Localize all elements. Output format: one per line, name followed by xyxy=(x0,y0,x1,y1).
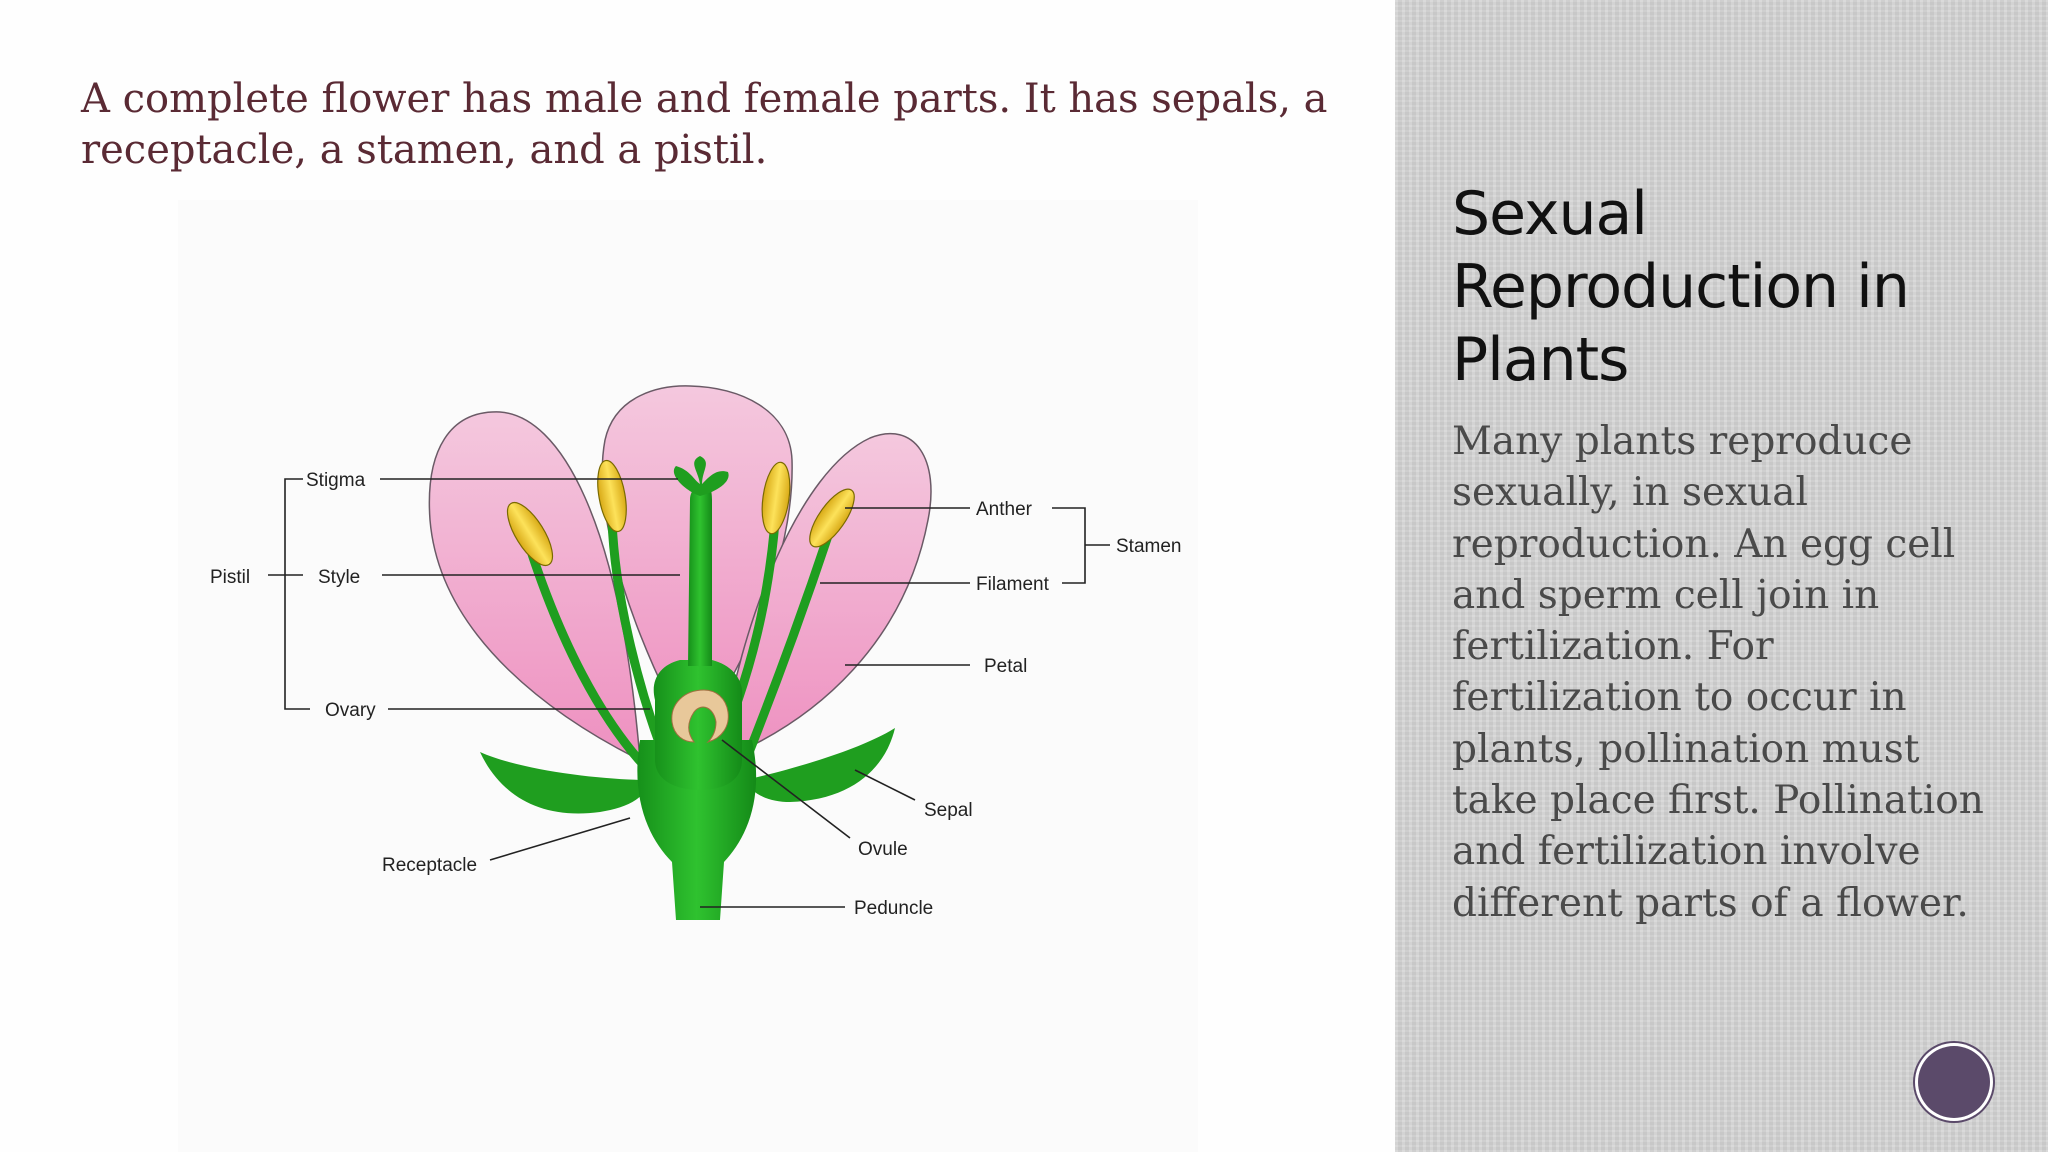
label-peduncle: Peduncle xyxy=(854,898,933,919)
style xyxy=(688,484,712,666)
flower-diagram-box: Stigma Style Pistil Ovary Anther Filamen… xyxy=(178,200,1198,1152)
ovary xyxy=(654,660,743,790)
label-anther: Anther xyxy=(976,499,1033,520)
intro-text: A complete flower has male and female pa… xyxy=(81,74,1371,176)
label-receptacle: Receptacle xyxy=(382,855,477,876)
slide-title: Sexual Reproduction in Plants xyxy=(1452,178,2012,397)
label-pistil: Pistil xyxy=(210,567,250,588)
label-ovary: Ovary xyxy=(325,700,376,721)
label-ovule: Ovule xyxy=(858,839,908,860)
sidebar-body-text: Many plants reproduce sexually, in sexua… xyxy=(1452,416,2012,929)
sepal-left xyxy=(480,752,650,813)
sepal-right xyxy=(745,728,895,802)
label-stamen: Stamen xyxy=(1116,536,1181,557)
sidebar-panel: Sexual Reproduction in Plants Many plant… xyxy=(1395,0,2048,1152)
flower-diagram: Stigma Style Pistil Ovary Anther Filamen… xyxy=(178,200,1198,1152)
sepal-line xyxy=(855,770,915,800)
pistil-bracket xyxy=(268,479,310,709)
label-stigma: Stigma xyxy=(306,470,366,491)
receptacle-line xyxy=(490,818,630,860)
label-sepal: Sepal xyxy=(924,800,973,821)
content-panel: A complete flower has male and female pa… xyxy=(0,0,1395,1152)
label-filament: Filament xyxy=(976,574,1050,595)
circle-nav-icon[interactable] xyxy=(1918,1046,1990,1118)
label-petal: Petal xyxy=(984,656,1027,677)
stamen-bracket xyxy=(1052,508,1110,583)
label-style: Style xyxy=(318,567,360,588)
